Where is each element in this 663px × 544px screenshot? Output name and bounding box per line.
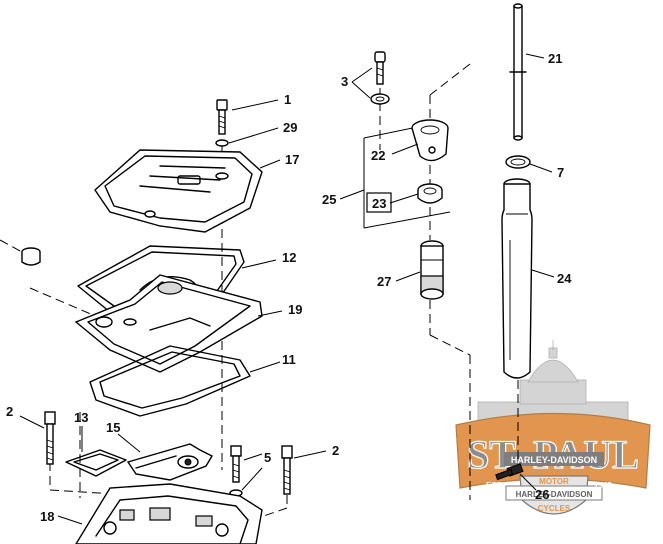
logo-year-text: 1945 xyxy=(594,481,612,490)
callout-23-highlight-box xyxy=(366,192,392,213)
callout-26: 26 xyxy=(535,487,549,502)
logo-shield-bottom-text: CYCLES xyxy=(538,504,571,513)
bolt-part-26 xyxy=(495,463,524,481)
callout-1: 1 xyxy=(284,92,291,107)
rocker-arm-part-15 xyxy=(126,443,213,481)
callout-labels: 1 29 17 12 19 11 2 13 15 5 2 18 3 22 25 … xyxy=(6,51,572,524)
callout-5: 5 xyxy=(264,450,271,465)
callout-19: 19 xyxy=(288,302,302,317)
callout-21: 21 xyxy=(548,51,562,66)
lifter-cover-part-22 xyxy=(411,119,449,162)
washer-part-29 xyxy=(215,139,229,147)
callout-17: 17 xyxy=(285,152,299,167)
o-ring-part-7 xyxy=(505,155,531,169)
callout-3: 3 xyxy=(341,74,348,89)
callout-23: 23 xyxy=(372,196,386,211)
callout-2-right: 2 xyxy=(332,443,339,458)
seal-part-23 xyxy=(417,183,443,204)
callout-24: 24 xyxy=(557,271,572,286)
screw-part-3 xyxy=(370,51,390,105)
bolt-part-2-left xyxy=(44,411,56,465)
logo-banner xyxy=(455,412,651,489)
logo-shield-top-text: MOTOR xyxy=(539,477,569,486)
callout-27: 27 xyxy=(377,274,391,289)
rocker-cover-part-17 xyxy=(94,149,263,233)
bolt-part-5 xyxy=(229,445,243,497)
callout-25: 25 xyxy=(322,192,336,207)
callout-leader-lines xyxy=(19,53,555,525)
callout-12: 12 xyxy=(282,250,296,265)
callout-2-left: 2 xyxy=(6,404,13,419)
callout-13: 13 xyxy=(74,410,88,425)
logo-ribbon xyxy=(504,452,604,466)
logo-est-text: EST xyxy=(486,481,502,490)
bolt-part-2-right xyxy=(281,445,293,495)
callout-29: 29 xyxy=(283,120,297,135)
callout-7: 7 xyxy=(557,165,564,180)
rocker-housing-part-19 xyxy=(74,274,263,373)
hydraulic-lifter-part-27 xyxy=(420,240,444,300)
callout-18: 18 xyxy=(40,509,54,524)
bolt-part-1 xyxy=(216,99,228,135)
callout-15: 15 xyxy=(106,420,120,435)
gasket-part-11 xyxy=(89,345,251,417)
pushrod-tube-part-24 xyxy=(501,178,533,379)
pushrod-part-21 xyxy=(509,3,527,141)
rocker-support-part-18 xyxy=(75,483,263,544)
logo-shield-bar-text: HARLEY-DAVIDSON xyxy=(516,490,593,499)
logo-ribbon-text: HARLEY-DAVIDSON xyxy=(511,455,597,465)
dealer-watermark-logo: ST. PAUL HARLEY-DAVIDSON MOTOR HARLEY-DA… xyxy=(455,340,651,515)
callout-22: 22 xyxy=(371,148,385,163)
plug-part xyxy=(21,247,41,266)
callout-11: 11 xyxy=(282,352,296,367)
gasket-part-13 xyxy=(65,449,127,477)
